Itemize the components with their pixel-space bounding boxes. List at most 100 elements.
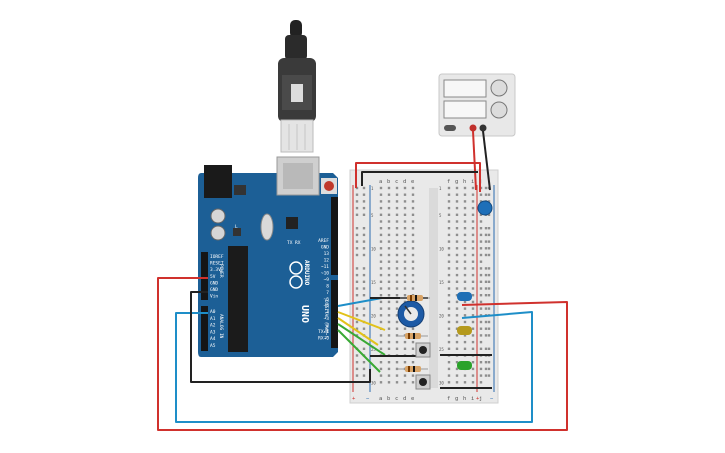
power-pin-label: RESET: [210, 261, 224, 267]
bb-column-letter: g: [455, 179, 458, 185]
bb-row-number: 30: [439, 380, 444, 385]
yellow-wire-pin5[interactable]: [337, 311, 386, 331]
yellow-led[interactable]: [457, 326, 472, 335]
yellow-wire-pin4[interactable]: [337, 317, 379, 346]
digital-pin-label: 12: [324, 258, 330, 264]
green-led[interactable]: [457, 361, 472, 370]
power-pin-label: Vin: [210, 294, 218, 300]
analog-pin-label: A0: [210, 309, 216, 315]
digital-pin-label: ~5: [324, 303, 330, 309]
bb-column-letter: c: [395, 396, 398, 402]
digital-pin-label: AREF: [318, 238, 329, 244]
resistor-1[interactable]: [400, 295, 430, 301]
analog-pin-label: A1: [210, 316, 216, 322]
bb-row-number: 1: [439, 186, 442, 191]
bb-column-letter: h: [463, 179, 466, 185]
bb-column-letter: b: [387, 179, 390, 185]
bb-minus-label: −: [490, 396, 494, 402]
bb-column-letter: a: [379, 396, 382, 402]
digital-pin-label: 2: [326, 323, 329, 329]
bb-row-number: 10: [371, 246, 376, 251]
digital-pin-label: 8: [326, 284, 329, 290]
digital-pin-label: 13: [324, 251, 330, 257]
bb-column-letter: e: [411, 396, 414, 402]
rx-label: RX: [295, 240, 301, 246]
arduino-brand-label: ARDUINO: [303, 260, 310, 286]
bb-column-letter: c: [395, 179, 398, 185]
bb-row-number: 20: [439, 313, 444, 318]
bb-row-number: 15: [371, 280, 376, 285]
digital-pin-label: ~6: [324, 297, 330, 303]
bb-column-letter: a: [379, 179, 382, 185]
red-wire-supply[interactable]: [472, 130, 477, 191]
bb-column-letter: e: [411, 179, 414, 185]
digital-header-label: DIGITAL (PWM~): [323, 300, 329, 338]
green-wire-pin3[interactable]: [337, 323, 386, 356]
power-header-label: POWER: [218, 264, 224, 278]
resistor-3[interactable]: [398, 366, 428, 372]
bb-row-number: 5: [371, 213, 374, 218]
l-label: L: [235, 224, 238, 230]
power-pin-label: 3.3V: [210, 267, 221, 273]
digital-pin-label: RX◂0: [318, 336, 329, 342]
digital-pin-label: GND: [321, 245, 329, 251]
bb-column-letter: d: [403, 179, 406, 185]
blue-wire-pin6[interactable]: [337, 297, 383, 307]
black-wire-supply[interactable]: [482, 130, 491, 191]
bb-column-letter: f: [447, 396, 450, 402]
digital-pin-label: ~3: [324, 316, 330, 322]
power-supply[interactable]: [438, 73, 516, 137]
blue-led[interactable]: [457, 292, 472, 301]
bb-row-number: 20: [371, 313, 376, 318]
breadboard[interactable]: [349, 169, 499, 404]
bb-column-letter: i: [471, 396, 474, 402]
bb-row-number: 25: [439, 347, 444, 352]
capacitor-blue[interactable]: [477, 200, 493, 216]
bb-row-number: 10: [439, 246, 444, 251]
analog-pin-label: A2: [210, 323, 216, 329]
pushbutton-1[interactable]: [415, 342, 431, 358]
potentiometer[interactable]: [397, 300, 425, 328]
digital-pin-label: ~10: [321, 271, 329, 277]
power-pin-label: IOREF: [210, 254, 224, 260]
arduino-uno-board[interactable]: [198, 156, 338, 357]
wires[interactable]: [157, 130, 568, 431]
bb-row-number: 5: [439, 213, 442, 218]
bb-minus-label: −: [366, 396, 370, 402]
digital-pin-label: 4: [326, 310, 329, 316]
bb-plus-label: +: [352, 396, 356, 402]
bb-column-letter: g: [455, 396, 458, 402]
bb-column-letter: j: [479, 396, 482, 402]
bb-row-number: 1: [371, 186, 374, 191]
tx-label: TX: [287, 240, 293, 246]
bb-column-letter: h: [463, 396, 466, 402]
digital-pin-label: 7: [326, 290, 329, 296]
analog-pin-label: A4: [210, 336, 216, 342]
bb-row-number: 15: [439, 280, 444, 285]
red-wire-5v[interactable]: [157, 277, 568, 431]
bb-column-letter: d: [403, 396, 406, 402]
bb-row-number: 30: [371, 380, 376, 385]
power-pin-label: GND: [210, 287, 218, 293]
bb-column-letter: i: [471, 179, 474, 185]
power-pin-label: 5V: [210, 274, 216, 280]
power-pin-label: GND: [210, 280, 218, 286]
resistor-2[interactable]: [398, 333, 428, 339]
red-wire-top[interactable]: [355, 162, 481, 192]
analog-pin-label: A5: [210, 343, 216, 349]
analog-pin-label: A3: [210, 329, 216, 335]
blue-wire-loop[interactable]: [175, 311, 533, 423]
bb-column-letter: b: [387, 396, 390, 402]
bb-column-letter: f: [447, 179, 450, 185]
arduino-model-label: UNO: [299, 305, 310, 323]
digital-pin-label: ~9: [324, 277, 330, 283]
black-wire-top[interactable]: [361, 171, 478, 186]
black-wire-gnd[interactable]: [190, 291, 371, 383]
bb-row-number: 25: [371, 347, 376, 352]
pushbutton-2[interactable]: [415, 374, 431, 390]
usb-cable[interactable]: [278, 20, 316, 153]
bb-plus-label: +: [476, 396, 480, 402]
green-wire-pin2[interactable]: [337, 329, 381, 373]
digital-pin-label: ~11: [321, 264, 329, 270]
